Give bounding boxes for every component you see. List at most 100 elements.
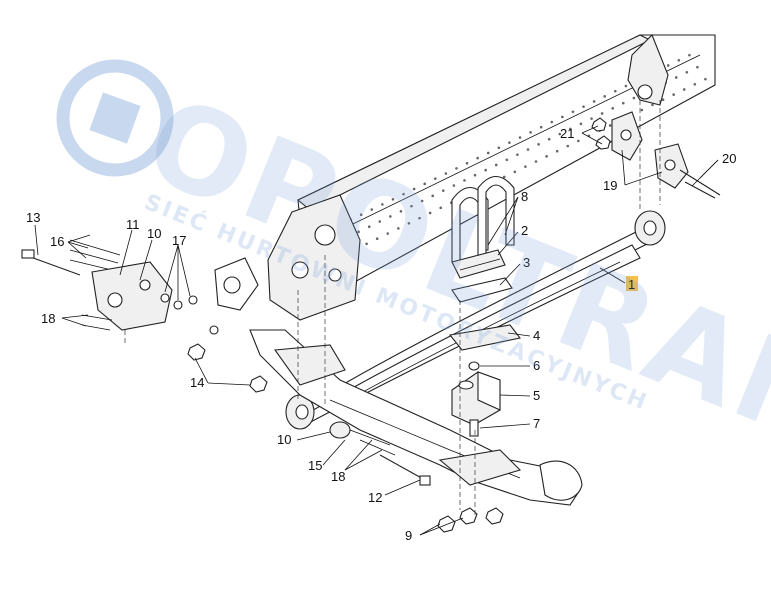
rail-hole [674,76,678,79]
callout-15[interactable]: 15 [308,458,322,473]
bolt-12 [379,454,431,486]
rail-hole [608,124,612,127]
callout-17[interactable]: 17 [172,233,186,248]
rail-hole [603,95,607,98]
rail-hole [613,89,617,93]
callout-10-bottom[interactable]: 10 [277,432,291,447]
rail-hole [571,110,575,114]
rail-hole [381,203,384,206]
rail-hole [441,189,445,192]
plate-4 [448,324,521,351]
rail-hole [420,199,424,203]
callout-18-bottom[interactable]: 18 [331,469,345,484]
callout-8[interactable]: 8 [521,189,528,204]
rail-hole [444,172,448,175]
rail-hole [463,179,466,182]
rail-hole [518,136,522,139]
rail-hole [672,93,675,96]
nuts-9 [437,507,504,533]
rail-hole [550,120,554,124]
rail-hole [558,132,562,136]
callout-21[interactable]: 21 [560,126,574,141]
rail-hole [465,161,469,165]
nuts-14 [187,343,268,393]
plate-3 [451,277,513,303]
rail-hole [516,153,519,156]
rail-hole [370,208,374,211]
rail-hole [682,88,686,91]
callout-4[interactable]: 4 [533,328,540,343]
callout-5[interactable]: 5 [533,388,540,403]
rail-hole [476,156,479,160]
rail-hole [497,146,501,150]
rail-hole [418,216,421,220]
watermark-logo-icon [56,59,174,177]
callout-1[interactable]: 1 [628,277,635,292]
callout-6[interactable]: 6 [533,358,540,373]
callout-2[interactable]: 2 [521,223,528,238]
rear-shackle-bracket [627,34,669,106]
rail-hole [357,230,360,234]
rail-hole [693,82,697,86]
rail-hole [486,151,490,155]
leader-lines [34,125,719,536]
rail-hole [407,221,411,225]
rail-hole [397,227,400,230]
rail-hole [505,158,509,162]
bushing-6 [468,361,480,371]
shackle-parts [591,111,721,199]
rail-hole [455,167,458,170]
rail-hole [579,122,583,126]
callout-10-left[interactable]: 10 [147,226,161,241]
callout-16[interactable]: 16 [50,234,64,249]
callout-14[interactable]: 14 [190,375,204,390]
rail-hole [386,232,390,235]
callout-11[interactable]: 11 [126,217,140,232]
callout-labels: 13 16 11 10 17 18 14 8 2 3 4 6 5 7 21 19… [26,126,736,543]
rail-hole [439,206,443,210]
rail-hole [621,101,625,105]
front-hanger-bracket [214,194,361,321]
rail-hole [389,215,392,218]
rear-bushing-assembly [329,421,396,456]
rail-hole [545,155,548,158]
rail-hole [685,70,689,74]
rail-hole [704,77,707,81]
rail-hole [561,115,564,119]
rail-hole [537,143,540,146]
rail-hole [661,98,665,102]
rail-hole [696,65,699,69]
side-bracket-assembly [21,239,219,335]
rail-hole [365,242,368,246]
rail-hole [688,53,691,57]
rail-hole [624,84,628,88]
callout-20[interactable]: 20 [722,151,736,166]
rail-hole [359,213,363,217]
rail-hole [402,192,405,196]
callout-18-left[interactable]: 18 [41,311,55,326]
callout-19[interactable]: 19 [603,178,617,193]
u-bolts [451,175,515,263]
rail-hole [526,148,530,151]
rail-hole [666,64,670,67]
pin-7 [469,419,479,437]
rail-hole [433,177,437,180]
rail-hole [651,103,654,107]
spring-pad [451,249,506,279]
rail-hole [582,105,585,108]
callout-9[interactable]: 9 [405,528,412,543]
callout-3[interactable]: 3 [523,255,530,270]
rail-hole [412,187,416,191]
callout-13[interactable]: 13 [26,210,40,225]
rail-hole [367,225,371,229]
rail-hole [569,127,572,131]
rail-hole [423,182,427,186]
callout-7[interactable]: 7 [533,416,540,431]
rail-hole [484,168,487,172]
rail-hole [410,204,413,208]
rail-hole [640,108,644,112]
callout-12[interactable]: 12 [368,490,382,505]
rail-hole [428,211,432,215]
